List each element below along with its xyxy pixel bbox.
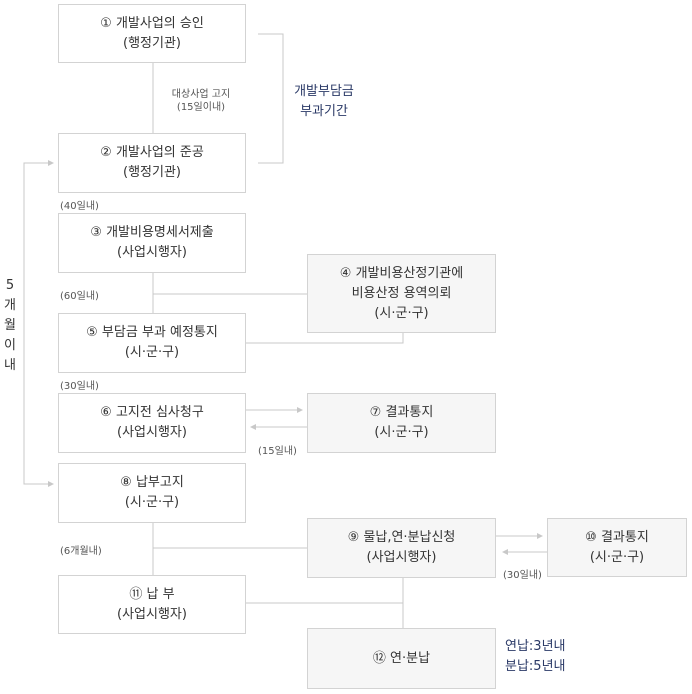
step-2-title: ② 개발사업의 준공 [100, 145, 204, 160]
step-4-subtitle: 비용산정 용역의뢰 [351, 285, 452, 301]
step-2-actor: (행정기관) [123, 165, 181, 180]
months-loop [23, 162, 48, 485]
deadline-30-days-b: (30일내) [503, 570, 542, 581]
step-6-box: ⑥ 고지전 심사청구 (사업시행자) [58, 393, 246, 453]
step-6-actor: (사업시행자) [117, 425, 187, 440]
link-4-to-5 [246, 333, 404, 344]
step-3-title: ③ 개발비용명세서제출 [90, 225, 214, 240]
step-11-box: ⑪ 납 부 (사업시행자) [58, 575, 246, 634]
deadline-40-days: (40일내) [60, 201, 99, 212]
step-11-actor: (사업시행자) [117, 606, 187, 622]
step-1-title: ① 개발사업의 승인 [100, 15, 204, 31]
step-6-title: ⑥ 고지전 심사청구 [100, 405, 204, 420]
arrow-7-to-6-head [250, 424, 256, 430]
five-months-char: 5 [5, 278, 15, 293]
annual-installment: 연납:3년내 [505, 639, 566, 654]
period-bracket [258, 33, 284, 164]
assessment-period-label: 개발부담금 부과기간 [288, 82, 360, 122]
step-7-actor: (시·군·구) [374, 425, 429, 440]
step-3-box: ③ 개발비용명세서제출 (사업시행자) [58, 213, 246, 273]
deadline-60-days: (60일내) [60, 291, 99, 302]
step-2-box: ② 개발사업의 준공 (행정기관) [58, 133, 246, 193]
step-4-actor: (시·군·구) [374, 305, 429, 321]
step-9-box: ⑨ 물납,연·분납신청 (사업시행자) [307, 518, 496, 578]
step-3-actor: (사업시행자) [117, 245, 187, 260]
step-4-box: ④ 개발비용산정기관에 비용산정 용역의뢰 (시·군·구) [307, 254, 496, 333]
five-months-label: 5 개 월 이 내 [1, 276, 19, 376]
step-1-box: ① 개발사업의 승인 (행정기관) [58, 4, 246, 63]
arrow-9-to-10-head [537, 533, 543, 539]
step-10-title: ⑩ 결과통지 [585, 529, 649, 545]
step-5-title: ⑤ 부담금 부과 예정통지 [86, 325, 218, 340]
step-12-title: ⑫ 연·분납 [372, 650, 431, 666]
notice-note-line1: 대상사업 고지 [171, 89, 231, 100]
step-10-actor: (시·군·구) [589, 549, 645, 565]
deadline-30-days-a: (30일내) [60, 381, 99, 392]
step-8-actor: (시·군·구) [124, 495, 180, 510]
step-8-box: ⑧ 납부고지 (시·군·구) [58, 463, 246, 523]
five-months-char: 개 [4, 298, 16, 313]
step-9-title: ⑨ 물납,연·분납신청 [347, 530, 456, 545]
step-9-actor: (사업시행자) [366, 550, 437, 565]
assessment-period-line2: 부과기간 [300, 104, 348, 119]
five-months-char: 내 [4, 358, 16, 373]
step-12-box: ⑫ 연·분납 [307, 628, 496, 689]
step-1-actor: (행정기관) [123, 35, 181, 51]
months-arrow-top [48, 160, 54, 166]
step-5-actor: (시·군·구) [124, 345, 180, 360]
assessment-period-line1: 개발부담금 [294, 84, 354, 99]
split-installment: 분납:5년내 [505, 659, 566, 674]
five-months-char: 이 [4, 338, 16, 353]
arrow-6-to-7-head [297, 407, 303, 413]
notice-note-line2: (15일이내) [176, 102, 226, 113]
deadline-6-months: (6개월내) [60, 546, 102, 557]
deadline-15-days: (15일내) [258, 446, 297, 457]
step-10-box: ⑩ 결과통지 (시·군·구) [547, 518, 687, 577]
step-5-box: ⑤ 부담금 부과 예정통지 (시·군·구) [58, 313, 246, 373]
notice-note: 대상사업 고지 (15일이내) [153, 88, 249, 114]
step-7-box: ⑦ 결과통지 (시·군·구) [307, 393, 496, 453]
five-months-char: 월 [4, 318, 16, 333]
step-8-title: ⑧ 납부고지 [120, 475, 184, 490]
months-arrow-bottom [48, 481, 54, 487]
step-11-title: ⑪ 납 부 [129, 586, 175, 602]
arrow-10-to-9-head [502, 549, 508, 555]
step-4-title: ④ 개발비용산정기관에 [339, 265, 464, 281]
step-7-title: ⑦ 결과통지 [369, 405, 434, 420]
installment-terms: 연납:3년내 분납:5년내 [505, 637, 566, 677]
